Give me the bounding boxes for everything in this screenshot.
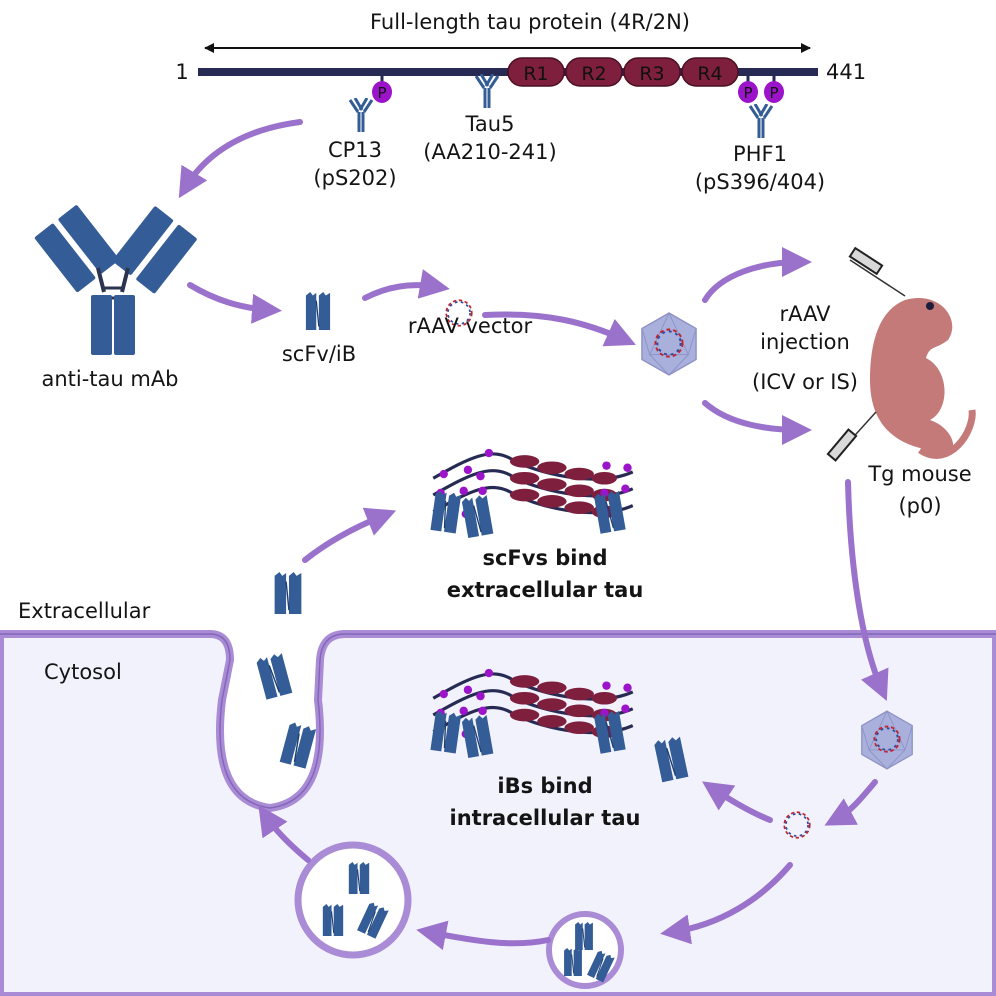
rAAV-vector-label: rAAV vector [407, 314, 533, 338]
protein-end-residue: 441 [826, 60, 867, 84]
tau5-antibody-icon [474, 74, 500, 108]
extracellular-tau-fibril [430, 449, 632, 538]
vesicle-small [546, 911, 624, 989]
vesicle-large [294, 841, 412, 959]
protein-title: Full-length tau protein (4R/2N) [370, 10, 690, 34]
extracellular-binding-title: scFvs bind [482, 546, 608, 570]
intracellular-binding-subtitle: intracellular tau [449, 806, 641, 830]
extracellular-binding-subtitle: extracellular tau [446, 578, 644, 602]
injection-route-label: (ICV or IS) [752, 370, 858, 394]
repeat-label: R1 [523, 63, 548, 85]
phospho-label: P [743, 84, 752, 102]
scfv-icon [305, 292, 331, 330]
phospho-site [764, 81, 784, 103]
scfv-icon [278, 720, 318, 770]
cp13-antibody-icon [348, 98, 374, 132]
repeat-domains: R1 R2 R3 R4 [507, 57, 739, 87]
phf1-antibody-icon [748, 104, 774, 138]
phospho-site [372, 81, 392, 103]
phospho-site [738, 81, 758, 103]
repeat-domain-r4 [681, 57, 739, 87]
repeat-domain-r1 [507, 57, 565, 87]
mouse-icon [870, 298, 976, 459]
tau5-epitope: (AA210-241) [423, 140, 557, 164]
scfv-icon [254, 651, 294, 701]
antibody-icon [34, 205, 197, 355]
phospho-label: P [769, 84, 778, 102]
mouse-label: Tg mouse [868, 462, 972, 486]
cp13-label: CP13 [327, 138, 383, 162]
repeat-label: R3 [639, 63, 664, 85]
scfv-ib-label: scFv/iB [281, 342, 357, 366]
phf1-epitope: (pS396/404) [694, 170, 826, 194]
rAAV-capsid-icon [640, 312, 698, 376]
syringe-icon [848, 246, 906, 297]
repeat-domain-r3 [623, 57, 681, 87]
scfv-icon [273, 572, 303, 614]
intracellular-binding-title: iBs bind [497, 774, 593, 798]
mouse-age-label: (p0) [898, 494, 942, 518]
repeat-label: R2 [581, 63, 606, 85]
tau5-label: Tau5 [465, 112, 515, 136]
phf1-label: PHF1 [733, 142, 787, 166]
cp13-epitope: (pS202) [313, 166, 397, 190]
phospho-label: P [377, 84, 386, 102]
cytosol-label: Cytosol [44, 660, 122, 684]
syringe-icon [826, 411, 877, 462]
extracellular-label: Extracellular [18, 599, 151, 623]
anti-tau-mab-label: anti-tau mAb [41, 367, 179, 391]
protein-start-residue: 1 [175, 60, 189, 84]
process-arrows [178, 119, 889, 951]
injection-label-2: injection [760, 330, 850, 354]
repeat-label: R4 [697, 63, 722, 85]
repeat-domain-r2 [565, 57, 623, 87]
injection-label-1: rAAV [779, 302, 831, 326]
